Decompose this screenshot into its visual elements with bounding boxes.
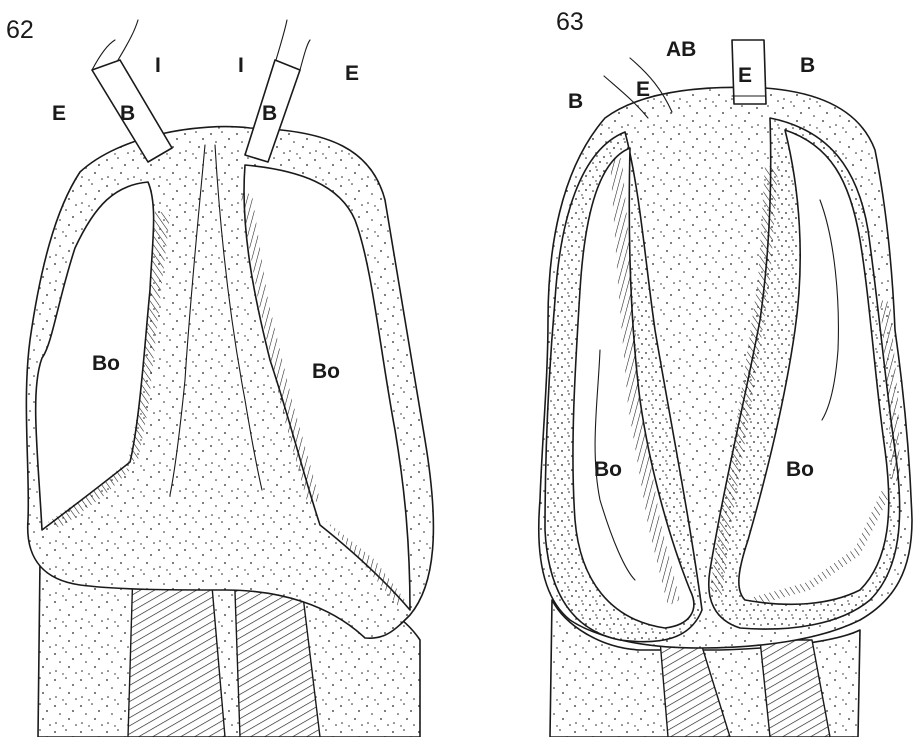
fig62-left-tentacle-inner (118, 20, 138, 60)
figure-62: 62 E B I I B E Bo Bo (6, 16, 433, 737)
fig62-number: 62 (6, 16, 34, 44)
fig62-label-e-left: E (52, 102, 66, 125)
fig62-label-b-right: B (262, 102, 277, 125)
fig63-label-bo-right: Bo (786, 458, 814, 481)
fig63-label-b-right: B (800, 54, 815, 77)
fig62-label-i-right: I (238, 54, 244, 77)
figure-63: 63 AB E B B E Bo Bo (539, 8, 912, 737)
fig62-label-bo-right: Bo (312, 360, 340, 383)
fig63-label-e-left: E (636, 78, 650, 101)
fig63-label-bo-left: Bo (594, 458, 622, 481)
fig63-label-b-left: B (568, 90, 583, 113)
fig62-right-tentacle-inner2 (300, 40, 310, 70)
fig62-label-e-right: E (345, 62, 359, 85)
fig63-label-e-top: E (738, 64, 752, 87)
fig62-label-b-left: B (120, 102, 135, 125)
fig63-number: 63 (556, 8, 584, 36)
fig62-right-tentacle-inner (276, 20, 287, 60)
fig62-label-i-left: I (155, 54, 161, 77)
fig62-label-bo-left: Bo (92, 352, 120, 375)
fig63-label-ab: AB (666, 38, 696, 61)
